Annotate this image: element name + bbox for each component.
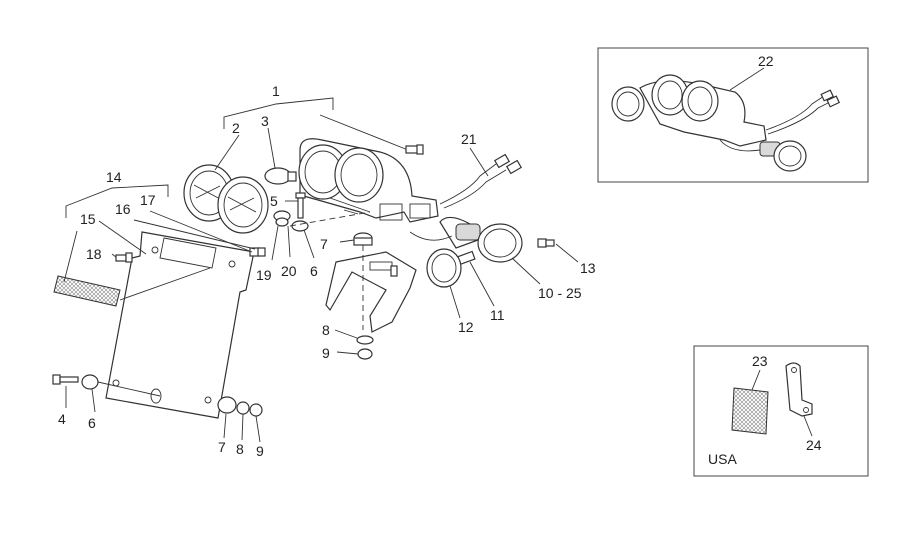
callout-9-upper: 9	[322, 345, 330, 361]
inset-assembly-22	[611, 67, 841, 172]
callout-9-lower: 9	[256, 443, 264, 459]
callout-11: 11	[490, 307, 505, 323]
callout-5: 5	[270, 193, 278, 209]
washer-8-upper	[356, 335, 374, 345]
callout-14: 14	[106, 169, 122, 185]
lens-right	[217, 176, 269, 234]
callout-15: 15	[80, 211, 96, 227]
nut-20	[291, 220, 309, 232]
tail-light-housing	[298, 138, 439, 223]
screw-17	[257, 247, 266, 257]
callout-23: 23	[752, 353, 768, 369]
bulb	[264, 167, 297, 185]
washer-19	[273, 210, 291, 227]
callout-6-lower: 6	[88, 415, 96, 431]
reflector-23	[731, 369, 769, 435]
housing-screw	[405, 144, 424, 155]
grommet-7-lower	[217, 396, 237, 414]
callout-labels: 1 2 3 5 6 7 8 9 14 15 16 17 18 19 20 21 …	[58, 53, 822, 467]
grommet-7-upper	[353, 232, 373, 246]
screw-13	[537, 238, 555, 248]
screw-5	[295, 192, 306, 219]
indicator-right	[439, 216, 523, 263]
callout-8-upper: 8	[322, 322, 330, 338]
callout-bracket-14	[65, 184, 169, 218]
callout-21: 21	[461, 131, 477, 147]
screw-18	[115, 252, 133, 263]
leader-lines	[63, 127, 579, 443]
callout-13: 13	[580, 260, 596, 276]
support-bracket	[325, 245, 417, 333]
usa-label: USA	[708, 451, 737, 467]
washer-8-lower	[236, 401, 250, 415]
callout-20: 20	[281, 263, 297, 279]
wiring-harness	[439, 153, 523, 209]
callout-24: 24	[806, 437, 822, 453]
callout-19: 19	[256, 267, 272, 283]
bracket-24	[785, 362, 813, 437]
callout-4: 4	[58, 411, 66, 427]
reflector-15	[53, 267, 211, 307]
callout-2: 2	[232, 120, 240, 136]
callout-1: 1	[272, 83, 280, 99]
license-plate-holder	[105, 231, 255, 419]
callout-17: 17	[140, 192, 156, 208]
callout-22: 22	[758, 53, 774, 69]
callout-8-lower: 8	[236, 441, 244, 457]
callout-6-upper: 6	[310, 263, 318, 279]
callout-bracket-1	[223, 97, 409, 151]
screw-4	[52, 374, 79, 385]
callout-16: 16	[115, 201, 131, 217]
callout-7-upper: 7	[320, 236, 328, 252]
spacer-6-lower	[81, 374, 161, 397]
callout-7-lower: 7	[218, 439, 226, 455]
callout-10-25: 10 - 25	[538, 285, 582, 301]
nut-9-upper	[357, 348, 373, 360]
inset-box-usa	[693, 345, 869, 477]
callout-3: 3	[261, 113, 269, 129]
indicator-lens-12	[426, 248, 462, 288]
nut-9-lower	[249, 403, 263, 417]
callout-12: 12	[458, 319, 474, 335]
callout-18: 18	[86, 246, 102, 262]
